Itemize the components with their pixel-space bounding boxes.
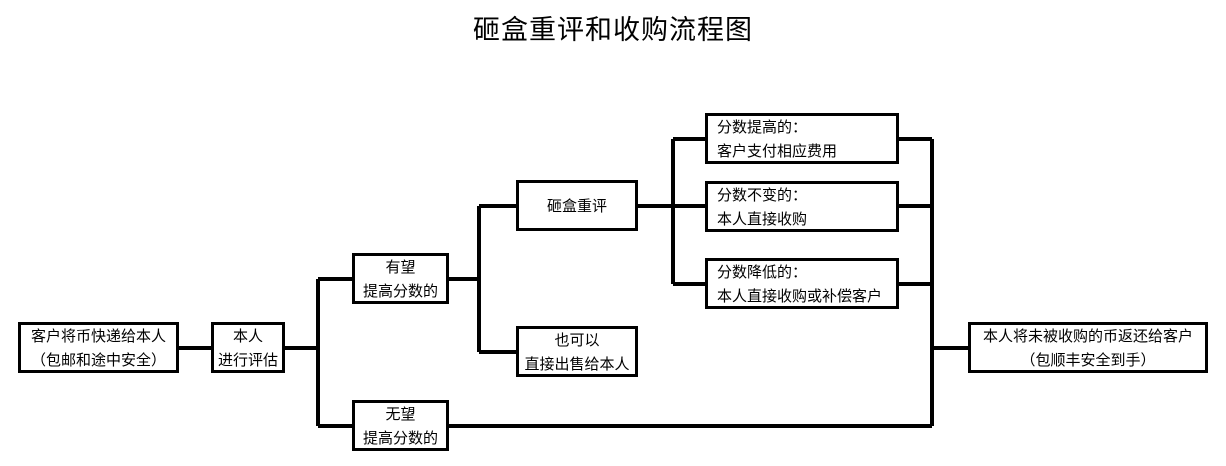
node-line-2: 本人直接收购或补偿客户 (717, 286, 883, 305)
node-direct-sell[interactable]: 也可以 直接出售给本人 (516, 326, 638, 377)
node-line-1: 无望 (385, 404, 416, 423)
node-line-1: 也可以 (554, 330, 600, 349)
node-customer-ship[interactable]: 客户将币快递给本人 （包邮和途中安全） (18, 322, 179, 373)
node-line-2: 客户支付相应费用 (717, 141, 838, 160)
node-score-increased[interactable]: 分数提高的： 客户支付相应费用 (705, 113, 899, 164)
node-line-2: 直接出售给本人 (524, 354, 630, 373)
node-line-1: 客户将币快递给本人 (30, 326, 166, 345)
page-title: 砸盒重评和收购流程图 (473, 15, 753, 46)
node-crack-regrade[interactable]: 砸盒重评 (516, 180, 638, 231)
node-no-hope-upgrade[interactable]: 无望 提高分数的 (352, 400, 449, 451)
node-self-appraisal[interactable]: 本人 进行评估 (211, 322, 285, 373)
node-line-1: 有望 (385, 257, 416, 276)
node-line-1: 分数降低的： (717, 262, 808, 281)
node-hopeful-upgrade[interactable]: 有望 提高分数的 (352, 253, 449, 304)
node-line-2: （包顺丰安全到手） (1020, 350, 1156, 369)
node-score-unchanged[interactable]: 分数不变的： 本人直接收购 (705, 181, 899, 232)
node-line-2: （包邮和途中安全） (30, 350, 166, 369)
node-return-coins[interactable]: 本人将未被收购的币返还给客户 （包顺丰安全到手） (968, 322, 1208, 373)
node-line-1: 分数提高的： (717, 117, 808, 136)
node-score-decreased[interactable]: 分数降低的： 本人直接收购或补偿客户 (705, 258, 899, 309)
node-line-1: 本人 (232, 326, 263, 345)
node-line-2: 进行评估 (217, 350, 278, 369)
node-line-1: 砸盒重评 (546, 196, 607, 215)
node-line-1: 分数不变的： (717, 185, 808, 204)
node-line-2: 提高分数的 (362, 281, 438, 300)
node-line-2: 本人直接收购 (717, 209, 808, 228)
node-line-1: 本人将未被收购的币返还给客户 (982, 326, 1193, 345)
node-line-2: 提高分数的 (362, 428, 438, 447)
